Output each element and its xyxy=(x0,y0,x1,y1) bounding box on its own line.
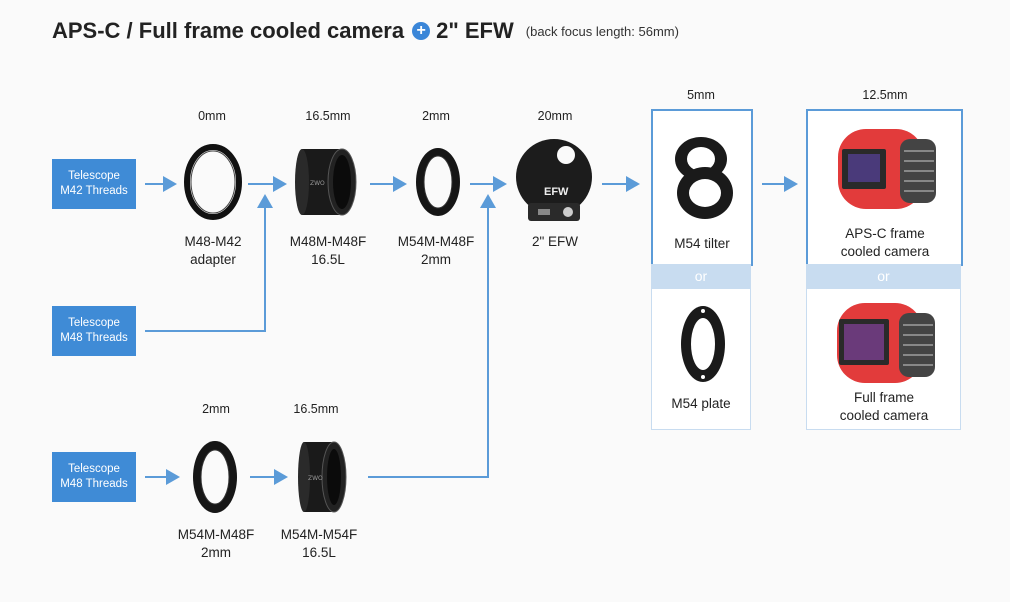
label-efw: 2" EFW xyxy=(531,234,579,249)
svg-text:ZWO: ZWO xyxy=(308,475,323,482)
length-camera: 12.5mm xyxy=(862,88,908,102)
length-a1: 0mm xyxy=(198,109,226,123)
m48m-m48f-extender-image: ZWO xyxy=(295,148,357,216)
plus-icon: + xyxy=(412,22,431,40)
efw-filter-wheel-image: EFW xyxy=(516,139,592,221)
m54-tilter-image xyxy=(675,137,733,219)
svg-text:ZWO: ZWO xyxy=(310,180,325,187)
label-tilter: M54 tilter xyxy=(674,236,730,251)
length-b2: 16.5mm xyxy=(293,402,339,416)
connector-m48-top xyxy=(145,198,266,332)
length-tilter: 5mm xyxy=(687,88,715,102)
m48-m42-adapter-image xyxy=(184,144,242,220)
or-separator-1: or xyxy=(651,264,751,288)
label-plate: M54 plate xyxy=(671,396,731,411)
apsc-camera-image xyxy=(838,129,936,209)
title-main: APS-C / Full frame cooled camera xyxy=(52,18,405,43)
connector-m48-bottom xyxy=(368,198,489,478)
tilter-option-box: M54 tilter xyxy=(651,109,753,266)
length-efw: 20mm xyxy=(537,109,573,123)
length-a2: 16.5mm xyxy=(305,109,351,123)
m54m-m48f-ring-bottom-image xyxy=(193,441,237,513)
length-b1: 2mm xyxy=(202,402,230,416)
m54m-m54f-extender-image: ZWO xyxy=(298,441,347,513)
page-title: APS-C / Full frame cooled camera + 2" EF… xyxy=(52,18,679,44)
fullframe-camera-image xyxy=(837,303,935,383)
m54-plate-image xyxy=(681,306,725,382)
title-efw: 2" EFW xyxy=(436,18,514,43)
length-a3: 2mm xyxy=(422,109,450,123)
efw-brand-text: EFW xyxy=(544,186,569,198)
or-separator-2: or xyxy=(806,264,961,288)
plate-option-box: M54 plate xyxy=(651,288,751,430)
title-note: (back focus length: 56mm) xyxy=(525,23,679,39)
m54m-m48f-ring-image xyxy=(416,148,460,216)
